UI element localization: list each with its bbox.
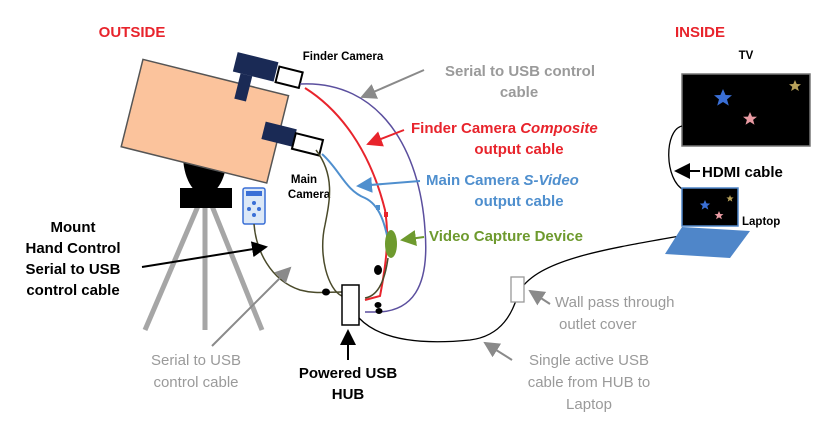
finder-output-label-line2: output cable <box>474 141 563 158</box>
outside-heading: OUTSIDE <box>99 24 166 41</box>
video-capture-device <box>385 230 397 258</box>
mount-label-line3: Serial to USB <box>25 261 120 278</box>
usb-label-line2: cable from HUB to <box>528 374 651 391</box>
serial-bottom-label-line1: Serial to USB <box>151 352 241 369</box>
main-camera <box>261 121 325 157</box>
tv-stars <box>714 80 801 125</box>
finder-camera <box>232 52 304 102</box>
cable-connectors <box>322 205 388 314</box>
laptop-label: Laptop <box>742 216 780 228</box>
inside-heading: INSIDE <box>675 24 725 41</box>
tv-label: TV <box>739 50 754 62</box>
wall-arrow <box>528 289 551 306</box>
mount-arrow <box>141 241 268 268</box>
olive-serial-cable <box>315 149 343 297</box>
tv-screen <box>681 73 811 147</box>
main-camera-label-line1: Main <box>291 174 317 186</box>
finder-output-label-line1: Finder Camera Composite <box>411 120 598 137</box>
purple-serial-cable <box>299 83 427 313</box>
usb-arrow <box>483 341 513 361</box>
wall-label-line2: outlet cover <box>559 316 637 333</box>
blue-svideo-cable <box>321 153 389 241</box>
hub-label-line1: Powered USB <box>299 365 398 382</box>
main-output-label-line1: Main Camera S-Video <box>426 172 579 189</box>
serial-top-label-line2: cable <box>500 84 538 101</box>
serial-bottom-arrow <box>211 266 292 347</box>
serial-bottom-label-line2: control cable <box>153 374 238 391</box>
capture-arrow <box>400 230 425 247</box>
mount-label-line4: control cable <box>26 282 119 299</box>
wall-label-line1: Wall pass through <box>555 294 675 311</box>
finder-camera-label: Finder Camera <box>303 51 384 63</box>
serial-top-arrow <box>360 69 425 99</box>
usb-hub <box>341 284 360 326</box>
finder-output-arrow <box>366 129 405 147</box>
usb-label-line1: Single active USB <box>529 352 649 369</box>
wall-outlet <box>510 276 525 303</box>
serial-top-label-line1: Serial to USB control <box>445 63 595 80</box>
main-output-label-line2: output cable <box>474 193 563 210</box>
usb-cable-to-laptop <box>358 235 681 343</box>
tripod <box>142 205 265 331</box>
mount-base <box>180 188 232 208</box>
laptop <box>665 187 750 258</box>
hand-control <box>242 187 266 225</box>
capture-to-hub-cable <box>364 257 389 299</box>
hdmi-cable <box>668 125 685 191</box>
red-composite-cable <box>304 87 389 301</box>
main-camera-label-line2: Camera <box>288 189 331 201</box>
hdmi-label: HDMI cable <box>702 164 783 181</box>
capture-label: Video Capture Device <box>429 228 583 245</box>
mount-label-line1: Mount <box>51 219 96 236</box>
usb-label-line3: Laptop <box>566 396 612 413</box>
hub-label-line2: HUB <box>332 386 365 403</box>
mount-label-line2: Hand Control <box>26 240 121 257</box>
main-output-arrow <box>356 176 421 193</box>
hand-control-cable <box>253 223 343 294</box>
